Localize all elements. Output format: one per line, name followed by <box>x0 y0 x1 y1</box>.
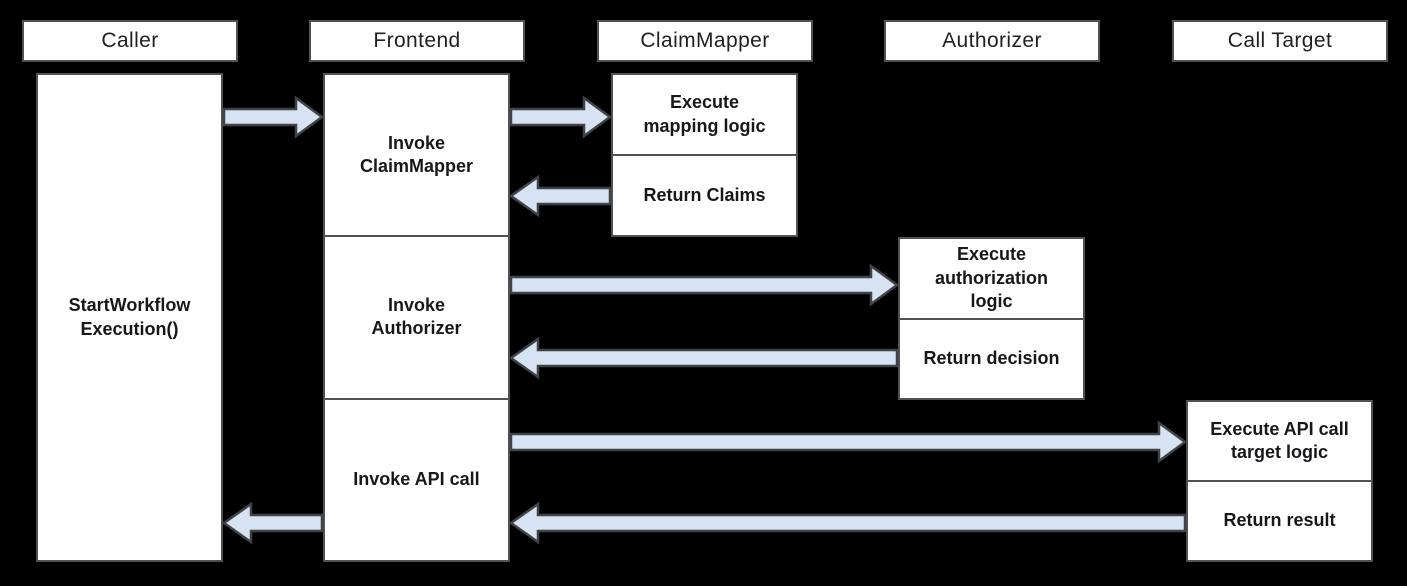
lane-header-claimmapper: ClaimMapper <box>597 20 813 62</box>
call-target-step-return-result: Return result <box>1188 480 1371 560</box>
activation-authorizer: Execute authorization logic Return decis… <box>898 237 1085 400</box>
frontend-step-invoke-claimmapper: Invoke ClaimMapper <box>359 132 474 177</box>
activation-claimmapper: Execute mapping logic Return Claims <box>611 73 798 237</box>
arrow-frontend-to-claimmapper <box>509 95 613 139</box>
activation-call-target: Execute API call target logic Return res… <box>1186 400 1373 562</box>
arrow-frontend-to-caller <box>221 501 324 545</box>
lane-header-frontend: Frontend <box>309 20 525 62</box>
frontend-step-invoke-authorizer: Invoke Authorizer <box>325 235 508 397</box>
lane-header-call-target: Call Target <box>1172 20 1388 62</box>
lane-header-caller: Caller <box>22 20 238 62</box>
claimmapper-step-execute-mapping-logic: Execute mapping logic <box>643 92 766 136</box>
claimmapper-step-return-claims: Return Claims <box>613 154 796 235</box>
activation-frontend: Invoke ClaimMapper Invoke Authorizer Inv… <box>323 73 510 562</box>
arrow-frontend-to-authorizer <box>509 263 900 307</box>
arrow-caller-to-frontend <box>222 95 325 139</box>
arrow-claimmapper-to-frontend <box>508 174 612 218</box>
caller-start-workflow-execution-label: StartWorkflow Execution() <box>68 295 191 339</box>
authorizer-step-return-decision: Return decision <box>900 317 1083 399</box>
frontend-step-invoke-api-call: Invoke API call <box>325 397 508 560</box>
call-target-step-execute-api-call-target-logic: Execute API call target logic <box>1210 418 1349 462</box>
arrow-authorizer-to-frontend <box>508 336 899 380</box>
arrow-frontend-to-call-target <box>509 420 1188 464</box>
lane-header-authorizer: Authorizer <box>884 20 1100 62</box>
authorizer-step-execute-authorization-logic: Execute authorization logic <box>935 244 1048 311</box>
activation-caller: StartWorkflow Execution() <box>36 73 223 562</box>
arrow-call-target-to-frontend <box>508 501 1187 545</box>
